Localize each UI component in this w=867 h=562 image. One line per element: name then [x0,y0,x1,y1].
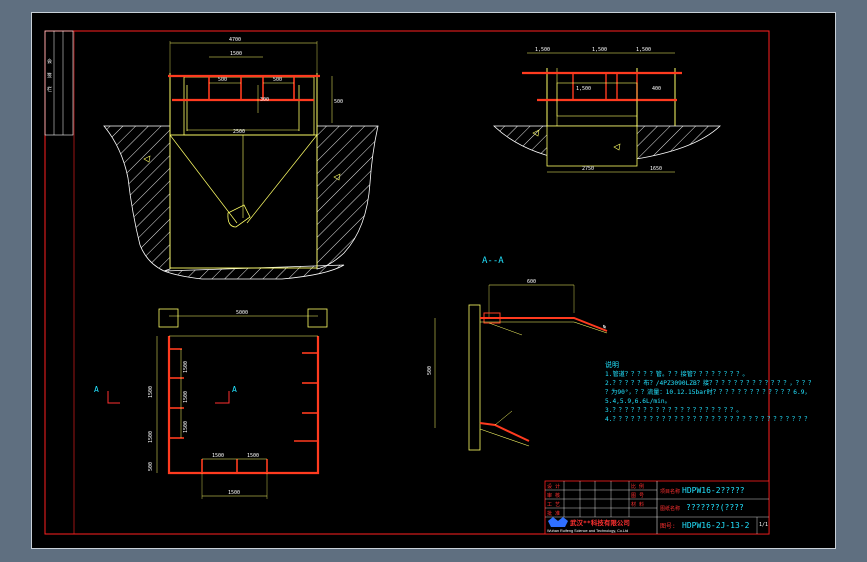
note-line-2: ？为90°，？？流量：10.12.15bar时？？？？？？？？？？？？？6.9， [605,388,811,396]
drain-outlet [227,204,251,228]
drawing-no-label: 图号: [660,523,676,530]
dim-section-height: 500 [427,366,433,375]
section-label: A--A [482,256,504,266]
pit-outline [169,134,318,269]
section-view: A--A 500 600 Φ [427,256,608,451]
soil-hatch-left [103,125,171,272]
side-strip-0: 会 [47,58,52,65]
drawing-border [44,30,770,535]
tb-right-row-1: 图 号 [631,493,644,499]
side-strip: 会 签 栏 [44,30,74,136]
dim-bottom-right: 1650 [650,166,662,172]
dim-bottom-left: 2750 [582,166,594,172]
note-line-1: 2.？？？？？布？/4PZ3090LZB？接？？？？？？？？？？？？？，？？？ [605,379,814,387]
dim-plan-bottom-a: 1500 [212,453,224,459]
tb-right-row-0: 比 例 [631,483,644,490]
dim-seg3: 1,500 [636,47,651,53]
section-pipe-lower [479,422,530,442]
cut-marker-right: A [232,385,237,394]
inner-border [73,30,770,535]
dim-plan-overall: 5000 [236,310,248,316]
dim-plan-left-a: 1500 [148,386,154,398]
note-line-3: 5.4,5.9,6.6L/min。 [605,398,671,405]
dim-pipe-b: 500 [273,77,282,83]
notes-block: 说明 1.管道？？？？？管。？？接管？？？？？？？？。 2.？？？？？布？/4P… [605,360,814,423]
cut-marker-left: A [94,385,99,394]
tb-right-row-2: 材 料 [631,501,644,508]
side-strip-2: 栏 [47,86,52,93]
elevation-view-left: 4700 1500 500 500 500 300 2500 [103,37,379,280]
title-block: 设 计 审 核 工 艺 批 准 比 例 图 号 材 料 武汉**科技有限公司 W… [544,480,770,535]
company-name-en: Wuhan Ruifeng Science and Technology, Co… [547,529,628,533]
dim-plan-left-mid: 1500 [183,391,189,403]
project-label: 项目名称 [660,488,680,495]
dim-inner-1500: 1500 [230,51,242,57]
dim-plan-left-b: 1500 [148,431,154,443]
company-name-cn: 武汉**科技有限公司 [570,518,630,527]
tb-left-row-1: 审 核 [547,492,560,499]
sheet-number: 1/1 [759,522,768,528]
elevation-view-right: 1,500 1,500 1,500 1,500 400 2750 1650 [493,47,721,173]
soil-hatch-bottom [163,264,345,280]
dim-height-500: 500 [334,99,343,105]
dim-inner-r: 1,500 [576,86,591,92]
dim-plan-bottom-overall: 1500 [228,490,240,496]
plan-pipe-loop [167,336,320,475]
drawing-name-value: ???????(???? [686,503,744,512]
dim-h1: 400 [652,86,661,92]
tb-left-row-3: 批 准 [547,510,560,517]
dim-plan-left-c: 500 [148,462,154,471]
nozzle-label-upper: Φ [602,324,608,331]
notes-title: 说明 [605,360,619,369]
cad-drawing-canvas[interactable]: 会 签 栏 4700 1500 [31,12,836,549]
note-line-5: 4.？？？？？？？？？？？？？？？？？？？？？？？？？？？？？？？？ [605,416,810,423]
tb-left-row-2: 工 艺 [547,502,560,508]
dim-depth-300: 300 [260,97,269,103]
dim-pipe-a: 500 [218,77,227,83]
dim-seg1: 1,500 [535,47,550,53]
dim-plan-left-top: 1500 [183,361,189,373]
drawing-no-value: HDPW16-2J-13-2 [682,521,750,530]
soil-hatch-right [316,125,379,270]
note-line-4: 3.？？？？？？？？？？？？？？？？？？？？。 [605,407,742,414]
dim-section-top: 600 [527,279,536,285]
dim-plan-bottom-b: 1500 [247,453,259,459]
note-line-0: 1.管道？？？？？管。？？接管？？？？？？？？。 [605,370,749,378]
cad-drawing: 会 签 栏 4700 1500 [44,30,814,535]
company-logo [548,517,568,527]
dim-overall-4700: 4700 [229,37,241,43]
side-strip-1: 签 [47,72,52,79]
project-value: HDPW16-2????? [682,486,745,495]
dim-base-2500: 2500 [233,129,245,135]
drawing-name-label: 图纸名称 [660,505,680,512]
tb-left-row-0: 设 计 [547,483,560,490]
plan-view: 5000 1500 1500 500 1500 1500 1500 1500 1… [94,308,328,499]
dim-plan-left-bot: 1500 [183,421,189,433]
dim-seg2: 1,500 [592,47,607,53]
section-pipe-upper [480,317,608,332]
